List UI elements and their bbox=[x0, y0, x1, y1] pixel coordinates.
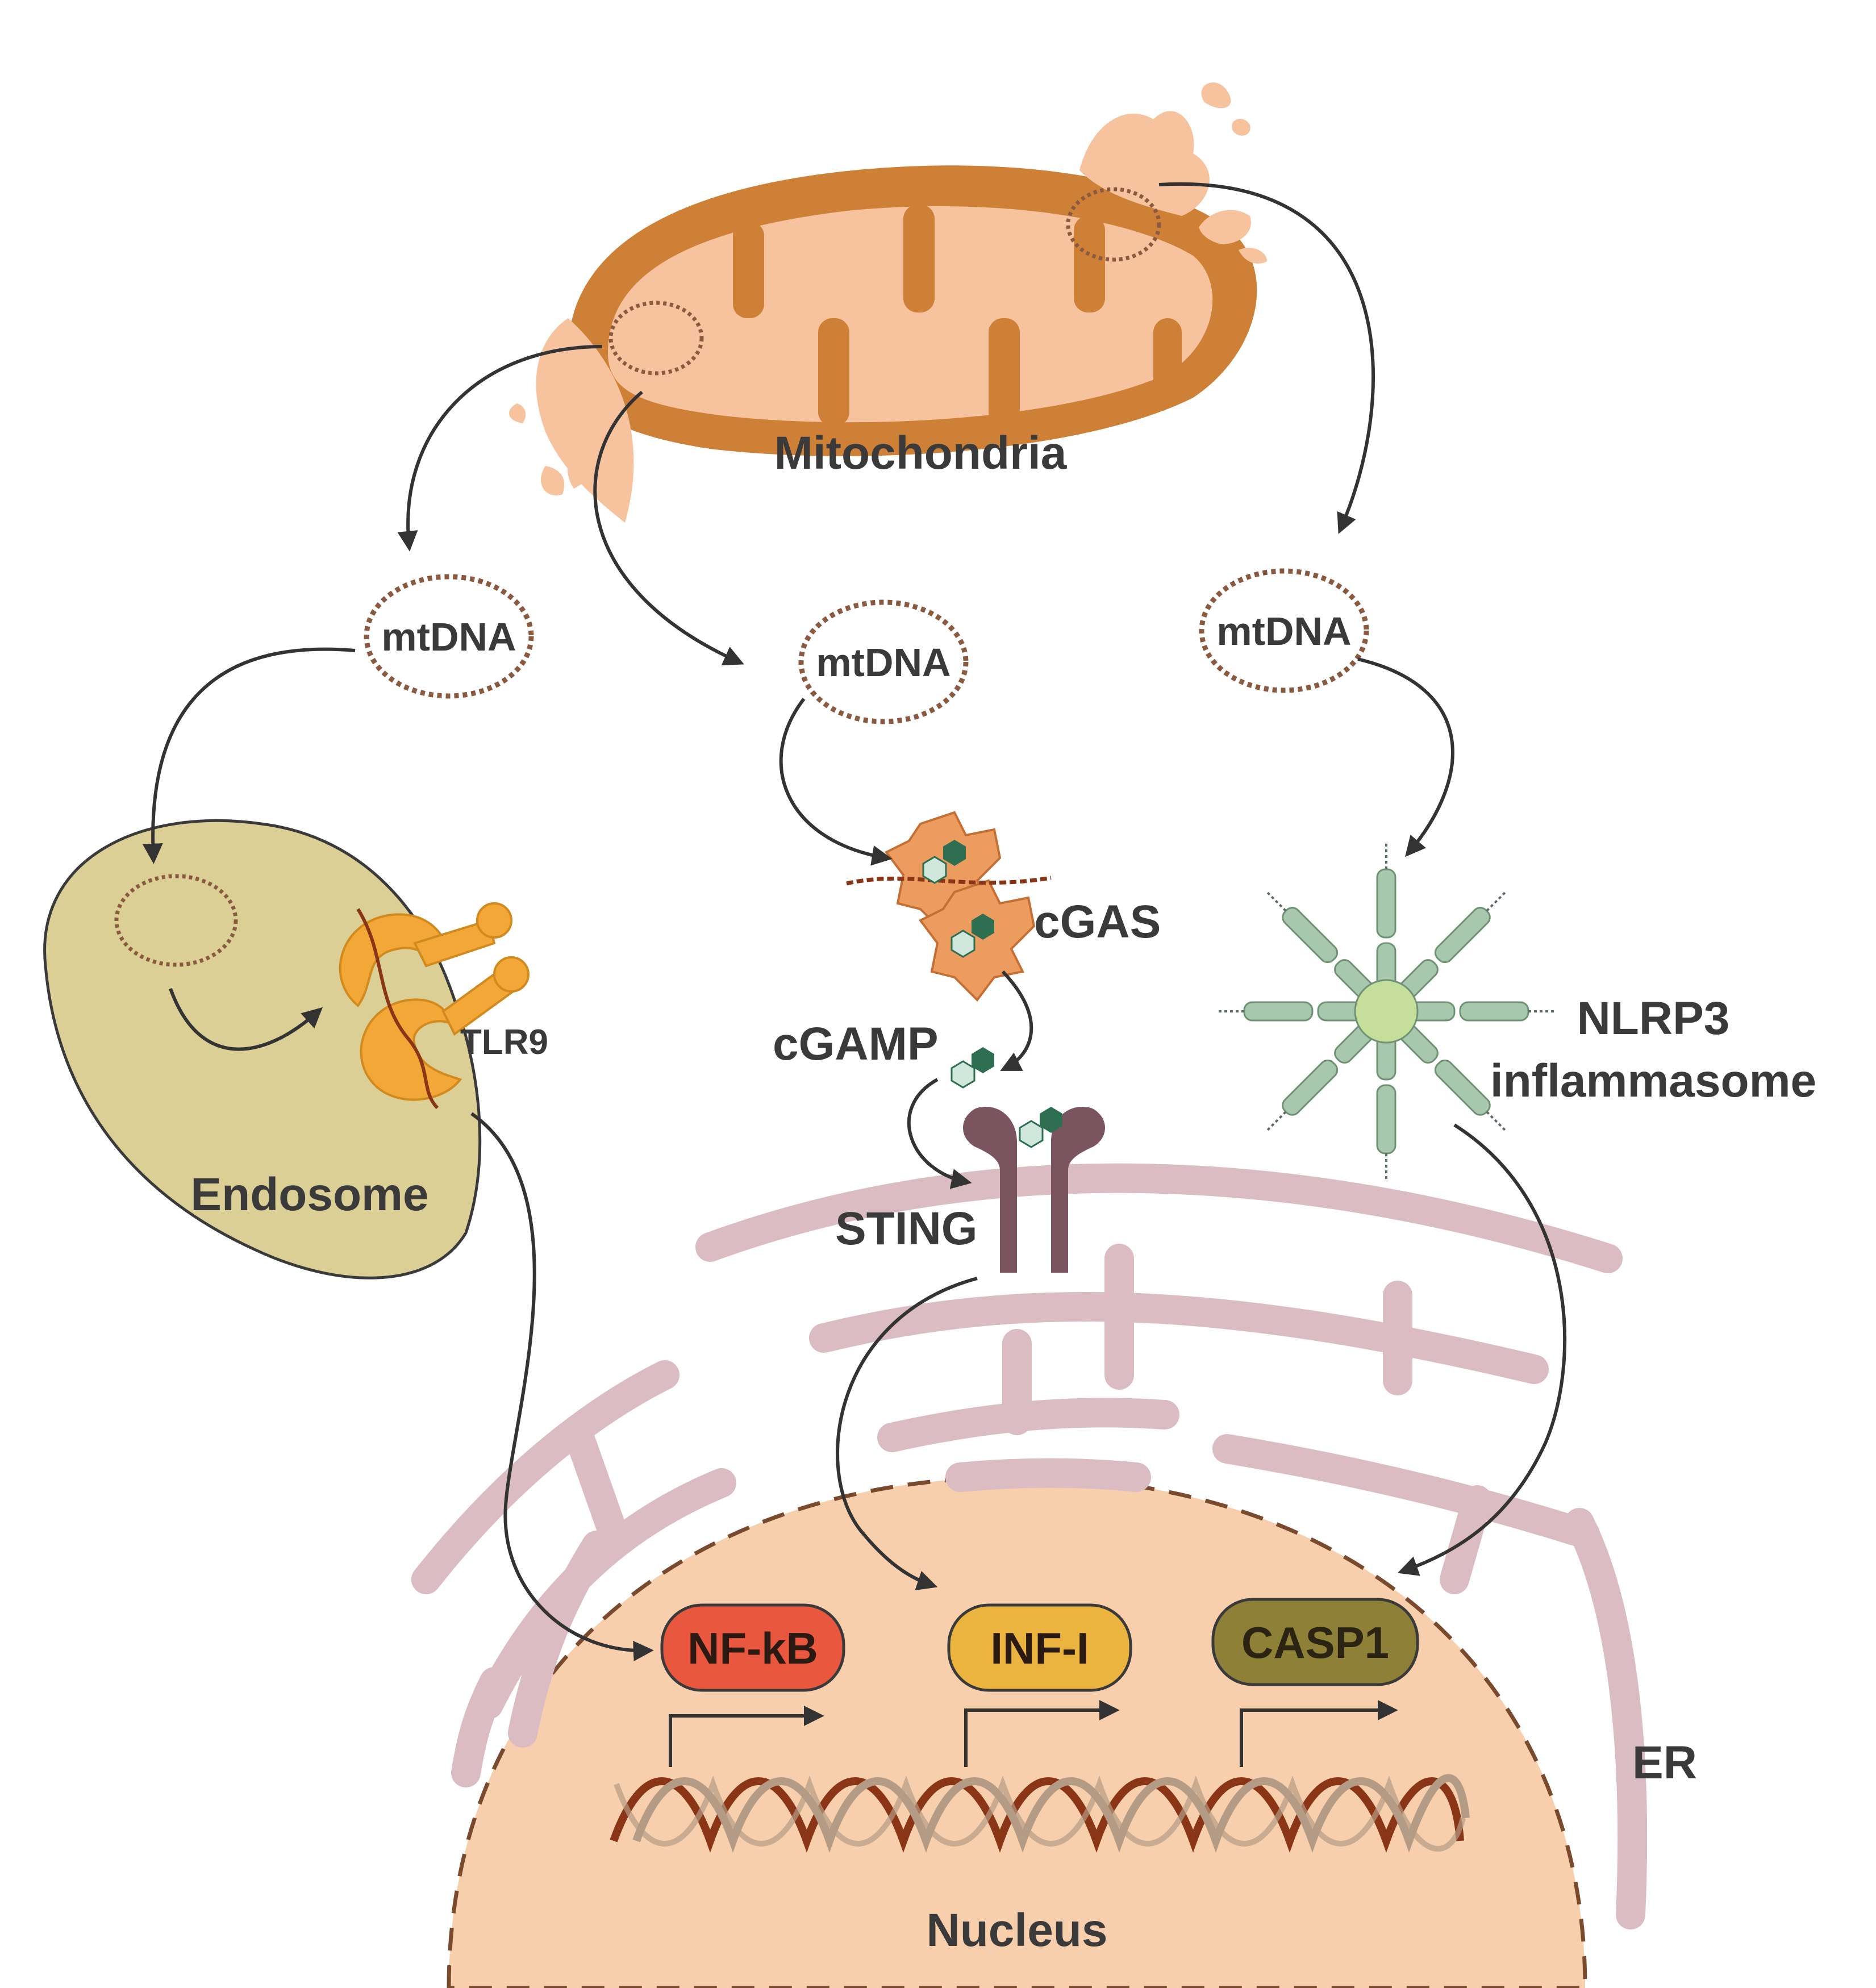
endosome-label: Endosome bbox=[190, 1169, 428, 1220]
cgamp-molecules-in-cgas bbox=[922, 840, 994, 958]
transcription-arrows bbox=[669, 1700, 1398, 1767]
mtdna-circle-left: mtDNA bbox=[364, 574, 534, 699]
sting-receptor bbox=[963, 1107, 1105, 1273]
gene-nfkb: NF-kB bbox=[660, 1603, 845, 1692]
nlrp3-label-line2: inflammasome bbox=[1490, 1055, 1816, 1107]
mtdna-label-middle: mtDNA bbox=[816, 640, 950, 685]
dna-helix bbox=[610, 1774, 1470, 1853]
gene-label-nfkb: NF-kB bbox=[687, 1623, 818, 1673]
mtdna-label-right: mtDNA bbox=[1216, 609, 1351, 653]
sting-label: STING bbox=[835, 1203, 978, 1255]
er-label: ER bbox=[1632, 1737, 1697, 1789]
er-membrane bbox=[411, 1163, 1648, 1929]
mitochondria-label: Mitochondria bbox=[774, 427, 1068, 479]
cgamp-molecules bbox=[950, 1047, 994, 1089]
nucleus-label: Nucleus bbox=[927, 1904, 1108, 1956]
tlr9-label: TLR9 bbox=[460, 1023, 548, 1062]
mtdna-circle-middle: mtDNA bbox=[798, 599, 969, 724]
nlrp3-inflammasome bbox=[1216, 841, 1557, 1182]
gene-inf-i: INF-I bbox=[947, 1603, 1132, 1692]
tlr9-receptor bbox=[339, 902, 530, 1101]
mtdna-label-left: mtDNA bbox=[381, 615, 516, 659]
gene-casp1: CASP1 bbox=[1211, 1598, 1419, 1686]
mitochondria bbox=[509, 82, 1267, 523]
gene-label-casp1: CASP1 bbox=[1241, 1618, 1389, 1668]
cgas-enzyme bbox=[884, 811, 1036, 1002]
cgamp-label: cGAMP bbox=[773, 1018, 939, 1070]
mtdna-circle-right: mtDNA bbox=[1199, 568, 1369, 693]
cgamp-bound bbox=[1019, 1107, 1062, 1148]
pathway-arrows bbox=[142, 182, 1567, 1661]
cgas-label: cGAS bbox=[1034, 896, 1161, 948]
nlrp3-label-line1: NLRP3 bbox=[1577, 993, 1730, 1044]
gene-label-inf-i: INF-I bbox=[990, 1623, 1089, 1673]
